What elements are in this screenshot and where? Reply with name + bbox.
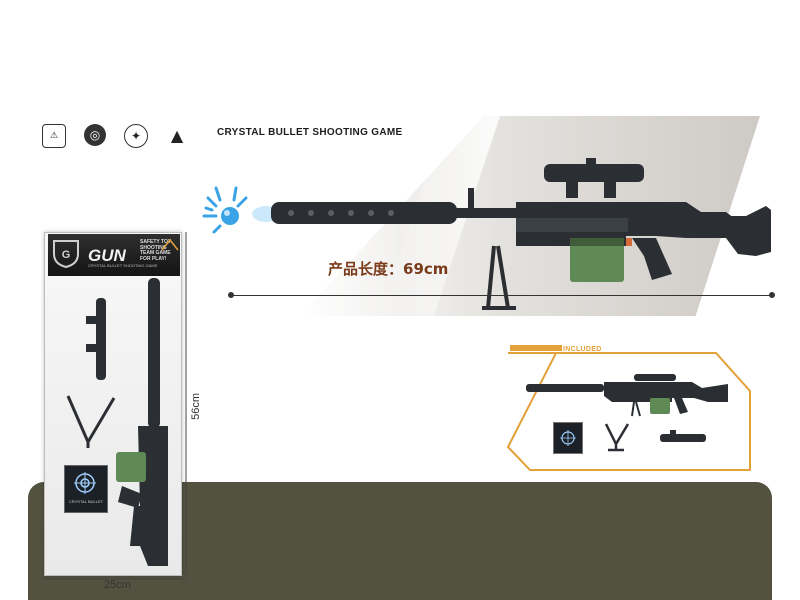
package-width-label: 25cm: [104, 579, 131, 591]
svg-text:G: G: [62, 249, 71, 261]
target-icon: ◎: [84, 124, 106, 146]
shield-logo-icon: G: [53, 240, 79, 268]
caution-icon: ▲: [170, 125, 184, 145]
height-dimension-line: [185, 232, 187, 574]
included-items: [526, 374, 728, 452]
target-icon: [560, 430, 576, 446]
package-corner-triangle: [161, 238, 179, 251]
age-warning-icon: ⚠: [42, 124, 66, 148]
length-measure-line: [230, 295, 772, 296]
package-ammo-box: [64, 465, 108, 513]
measure-end-right: [769, 292, 775, 298]
width-dimension-line: [42, 578, 186, 580]
included-label: INCLUDED: [563, 346, 602, 353]
crystal-splash: [202, 186, 280, 234]
package-contents: [66, 278, 168, 566]
target-icon: [74, 472, 96, 494]
crystal-icon: ✦: [124, 124, 148, 148]
package-height-label: 56cm: [190, 393, 202, 420]
game-title: CRYSTAL BULLET SHOOTING GAME: [217, 127, 403, 138]
product-length-label: 产品长度：69cm: [328, 260, 449, 278]
feature-icon-row: ⚠ ◎ ✦ ▲: [42, 124, 188, 148]
main-gun-image: [202, 158, 771, 310]
package-side-text: SAFETY TOY SHOOTING TEAM GAME FOR PLAY!: [140, 239, 172, 262]
package-brand: GUN: [88, 246, 126, 265]
package-subtitle: CRYSTAL BULLET SHOOTING GAME: [88, 263, 158, 268]
measure-end-left: [228, 292, 234, 298]
package-ammo-label: CRYSTAL BULLET: [68, 499, 104, 504]
